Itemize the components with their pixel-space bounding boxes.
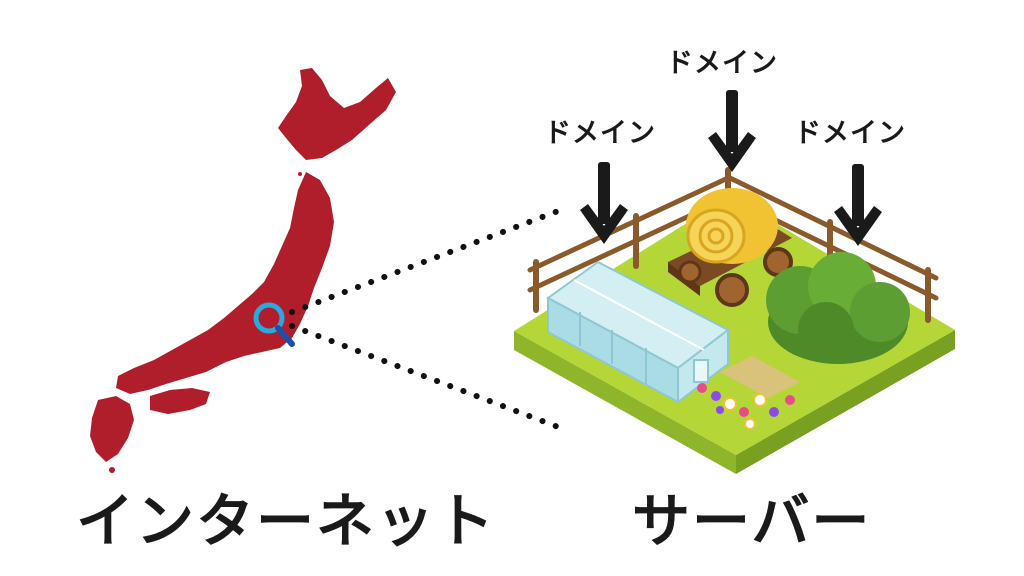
server-label: サーバー	[632, 487, 872, 555]
internet-label: インターネット	[76, 487, 497, 555]
japan-map-icon	[90, 68, 396, 473]
dirt-path	[720, 356, 800, 398]
ground-right-side	[736, 330, 955, 474]
island-shape	[385, 93, 391, 99]
island-shape	[109, 467, 115, 473]
magnifier-icon	[253, 302, 295, 347]
ground-top	[514, 196, 955, 455]
domain-label-right: ドメイン	[794, 118, 906, 149]
hokkaido-shape	[278, 68, 396, 160]
domain-arrow-center	[708, 90, 756, 172]
ground-left-side	[514, 331, 736, 474]
domain-arrow-left	[580, 162, 628, 244]
isometric-farm-icon	[514, 167, 955, 474]
flowers-icon	[697, 383, 795, 430]
domain-arrow-right	[834, 164, 882, 246]
hay-cart-icon	[668, 188, 793, 307]
kyushu-shape	[90, 396, 134, 462]
domain-label-center: ドメイン	[666, 48, 778, 79]
greenhouse-icon	[546, 260, 730, 405]
island-shape	[298, 172, 302, 176]
shikoku-shape	[150, 388, 210, 414]
domain-label-left: ドメイン	[544, 118, 656, 149]
honshu-shape	[116, 172, 334, 394]
bush-icon	[766, 252, 910, 364]
